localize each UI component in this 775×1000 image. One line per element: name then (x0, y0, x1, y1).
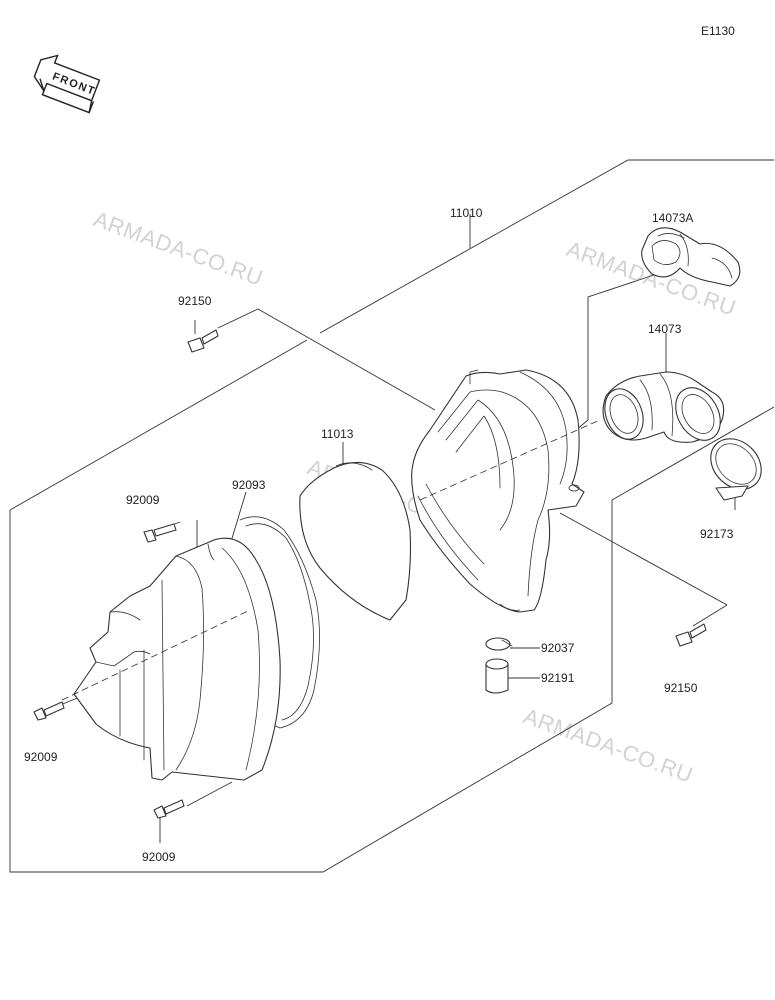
label-92037: 92037 (541, 641, 575, 655)
clip-92037 (485, 637, 513, 651)
label-92173: 92173 (700, 527, 734, 541)
plug-92191 (485, 658, 509, 694)
clamp-92173 (710, 438, 762, 501)
gasket-92093 (239, 516, 320, 729)
label-92009-top: 92009 (126, 493, 160, 507)
label-11013: 11013 (321, 427, 354, 441)
case-11010 (411, 369, 585, 613)
label-92009-left: 92009 (24, 750, 58, 764)
centerline (61, 609, 251, 701)
front-direction-icon: FRONT (33, 54, 101, 114)
watermark-1: ARMADA-CO.RU (90, 206, 266, 290)
diagram-code: E1130 (701, 24, 735, 38)
watermark-5: ARMADA-CO.RU (520, 703, 696, 787)
duct-14073 (602, 371, 725, 443)
label-92150-top: 92150 (178, 294, 212, 308)
label-92093: 92093 (232, 478, 266, 492)
screw-92009-bottom (153, 799, 185, 819)
bolt-92150-bottom (675, 623, 707, 647)
filter-11013 (299, 461, 412, 621)
label-14073: 14073 (648, 322, 682, 336)
screw-92009-top (143, 523, 177, 543)
label-11010: 11010 (450, 206, 483, 220)
cover (73, 537, 281, 781)
part-labels: 11010 14073A 14073 92150 11013 92093 920… (24, 206, 734, 864)
bolt-92150-top (187, 329, 219, 353)
label-92009-bottom: 92009 (142, 850, 176, 864)
screw-92009-left (33, 701, 65, 721)
label-92150-bottom: 92150 (664, 681, 698, 695)
label-92191: 92191 (541, 671, 575, 685)
label-14073a: 14073A (652, 211, 693, 225)
duct-14073a (641, 227, 741, 287)
